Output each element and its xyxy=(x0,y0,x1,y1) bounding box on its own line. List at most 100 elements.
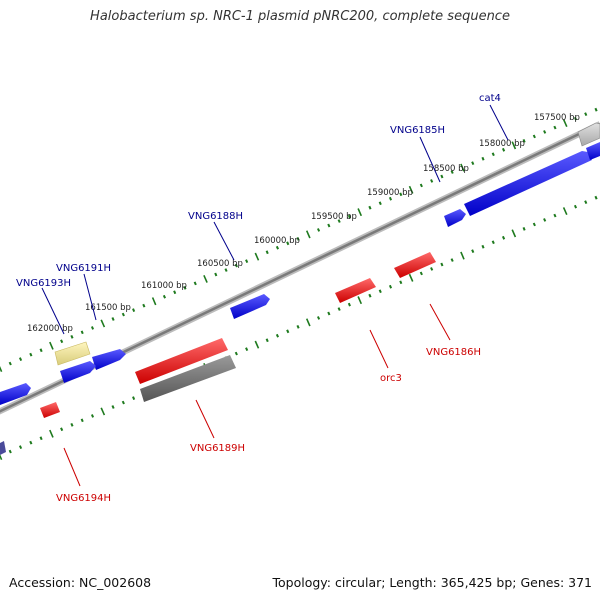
inner-minor-tick xyxy=(543,218,547,222)
inner-major-tick xyxy=(562,207,568,216)
inner-minor-tick xyxy=(347,302,351,307)
outer-minor-tick xyxy=(142,303,146,308)
inner-minor-tick xyxy=(584,200,588,205)
label-vng6188h[interactable]: VNG6188H xyxy=(188,211,243,222)
scale-label-162000: 162000 bp xyxy=(27,324,73,334)
outer-major-tick xyxy=(0,365,3,373)
outer-minor-tick xyxy=(553,125,557,130)
inner-major-tick xyxy=(460,251,465,260)
inner-minor-tick xyxy=(121,400,125,405)
inner-minor-tick xyxy=(327,311,331,316)
scale-label-158000: 158000 bp xyxy=(479,139,525,149)
inner-minor-tick xyxy=(522,227,526,231)
scale-label-159500: 159500 bp xyxy=(311,212,357,222)
inner-minor-tick xyxy=(245,347,249,352)
inner-minor-tick xyxy=(39,436,43,441)
outer-minor-tick xyxy=(543,130,547,134)
label-orc3[interactable]: orc3 xyxy=(380,373,402,384)
inner-minor-tick xyxy=(275,333,280,338)
reverse-genes xyxy=(0,252,436,455)
outer-minor-tick xyxy=(275,245,280,250)
inner-minor-tick xyxy=(132,396,136,400)
gene-vng6186h[interactable] xyxy=(394,252,436,278)
outer-minor-tick xyxy=(234,263,238,268)
label-vng6189h[interactable]: VNG6189H xyxy=(190,443,245,454)
scale-labels: 157500 bp 158000 bp 158500 bp 159000 bp … xyxy=(27,113,580,334)
outer-minor-tick xyxy=(430,179,434,183)
outer-minor-tick xyxy=(532,134,536,139)
leader-vng6191h xyxy=(83,273,97,321)
leader-vng6194h xyxy=(63,447,81,487)
gene-vng6194h[interactable] xyxy=(40,402,60,418)
outer-minor-tick xyxy=(522,139,526,143)
gene-labels: cat4 VNG6185H VNG6188H VNG6191H VNG6193H… xyxy=(16,93,501,504)
outer-minor-tick xyxy=(573,116,578,121)
scale-label-161000: 161000 bp xyxy=(141,281,187,291)
outer-minor-tick xyxy=(132,308,136,312)
inner-minor-tick xyxy=(29,440,33,445)
outer-major-tick xyxy=(305,230,311,239)
outer-major-tick xyxy=(357,208,363,217)
label-vng6186h[interactable]: VNG6186H xyxy=(426,347,481,358)
inner-minor-tick xyxy=(60,427,64,432)
gene-left-reverse[interactable] xyxy=(0,441,6,455)
outer-minor-tick xyxy=(80,330,84,335)
outer-minor-tick xyxy=(162,294,167,299)
outer-minor-tick xyxy=(60,339,64,344)
label-leaders xyxy=(41,104,509,487)
inner-minor-tick xyxy=(471,249,475,254)
inner-minor-tick xyxy=(70,422,74,427)
gene-vng6185h[interactable] xyxy=(464,142,600,216)
outer-minor-tick xyxy=(491,152,495,157)
inner-minor-tick xyxy=(286,329,290,334)
gene-vng6188h[interactable] xyxy=(230,294,270,319)
inner-major-tick xyxy=(254,340,260,349)
inner-minor-tick xyxy=(337,307,341,311)
inner-major-tick xyxy=(511,229,517,238)
inner-minor-tick xyxy=(430,267,434,271)
label-vng6193h[interactable]: VNG6193H xyxy=(16,278,71,289)
inner-minor-tick xyxy=(594,195,598,200)
outer-minor-tick xyxy=(121,312,125,317)
outer-minor-tick xyxy=(440,174,444,179)
inner-minor-tick xyxy=(553,213,557,218)
gene-small-forward-a[interactable] xyxy=(444,209,466,227)
label-vng6194h[interactable]: VNG6194H xyxy=(56,493,111,504)
inner-major-tick xyxy=(357,296,363,305)
outer-minor-tick xyxy=(111,317,115,321)
gene-vng6189h[interactable] xyxy=(135,338,236,402)
inner-minor-tick xyxy=(296,324,300,329)
gene-left-forward[interactable] xyxy=(0,383,31,405)
outer-minor-tick xyxy=(193,281,197,286)
inner-major-tick xyxy=(305,318,311,327)
outer-minor-tick xyxy=(29,352,33,357)
outer-major-tick xyxy=(49,341,54,350)
inner-minor-tick xyxy=(368,293,372,298)
gene-vng6191h[interactable] xyxy=(92,349,126,370)
label-cat4[interactable]: cat4 xyxy=(479,93,501,104)
gene-cat4-region[interactable] xyxy=(577,122,600,147)
gene-orc3[interactable] xyxy=(335,278,376,303)
inner-major-tick xyxy=(408,273,414,282)
label-vng6185h[interactable]: VNG6185H xyxy=(390,125,445,136)
inner-minor-tick xyxy=(388,284,393,289)
outer-minor-tick xyxy=(450,170,454,174)
outer-minor-tick xyxy=(296,236,300,241)
outer-minor-tick xyxy=(327,223,331,228)
outer-minor-tick xyxy=(70,334,74,339)
outer-minor-tick xyxy=(594,107,598,112)
inner-minor-tick xyxy=(90,414,95,418)
scale-label-160500: 160500 bp xyxy=(197,259,243,269)
outer-major-tick xyxy=(254,252,260,261)
gene-vng6193h[interactable] xyxy=(54,341,96,383)
outer-minor-tick xyxy=(471,161,475,166)
inner-minor-tick xyxy=(573,204,578,209)
inner-minor-tick xyxy=(419,271,423,276)
outer-minor-tick xyxy=(265,250,269,255)
label-vng6191h[interactable]: VNG6191H xyxy=(56,263,111,274)
leader-orc3 xyxy=(369,329,389,369)
outer-minor-tick xyxy=(286,241,290,246)
outer-minor-tick xyxy=(90,326,95,330)
summary-text: Topology: circular; Length: 365,425 bp; … xyxy=(272,575,593,590)
